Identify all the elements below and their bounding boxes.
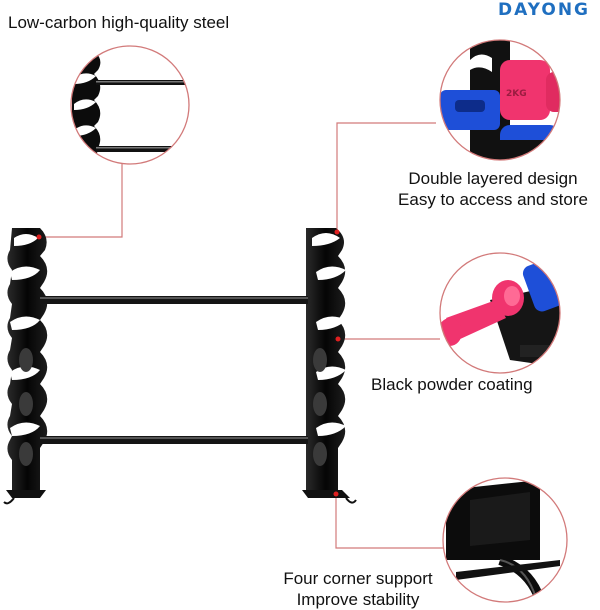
rack-bar-closeup-icon: [70, 45, 190, 165]
callout-double-line-1: Double layered design: [408, 169, 578, 188]
marker-double: [334, 229, 340, 235]
leader-lines: [40, 122, 443, 549]
marker-coating: [335, 336, 341, 342]
corner-foot-closeup-icon: [442, 477, 568, 603]
callout-steel-line-1: Low-carbon high-quality steel: [8, 13, 230, 32]
brand-logo: DAYONG: [498, 0, 590, 20]
dumbbell-rack-closeup-icon: 2KG: [439, 39, 561, 161]
dumbbell-weight-label: 2KG: [506, 89, 527, 99]
pink-dumbbell-closeup-icon: [439, 252, 561, 374]
marker-steel: [36, 234, 42, 240]
callout-double-text: Double layered design Easy to access and…: [388, 168, 598, 210]
dumbbell-rack: [3, 228, 357, 505]
callout-coating-text: Black powder coating: [371, 374, 533, 395]
callout-coating-line-1: Black powder coating: [371, 375, 533, 394]
rack-upper-crossbar: [40, 296, 308, 304]
marker-corner: [333, 491, 339, 497]
callout-corner-text: Four corner support Improve stability: [266, 568, 450, 610]
callout-corner-line-2: Improve stability: [296, 590, 420, 609]
callout-corner-line-1: Four corner support: [283, 569, 433, 588]
callout-double-line-2: Easy to access and store: [398, 190, 588, 209]
callout-steel-text: Low-carbon high-quality steel: [8, 12, 229, 33]
rack-lower-crossbar: [40, 436, 308, 444]
